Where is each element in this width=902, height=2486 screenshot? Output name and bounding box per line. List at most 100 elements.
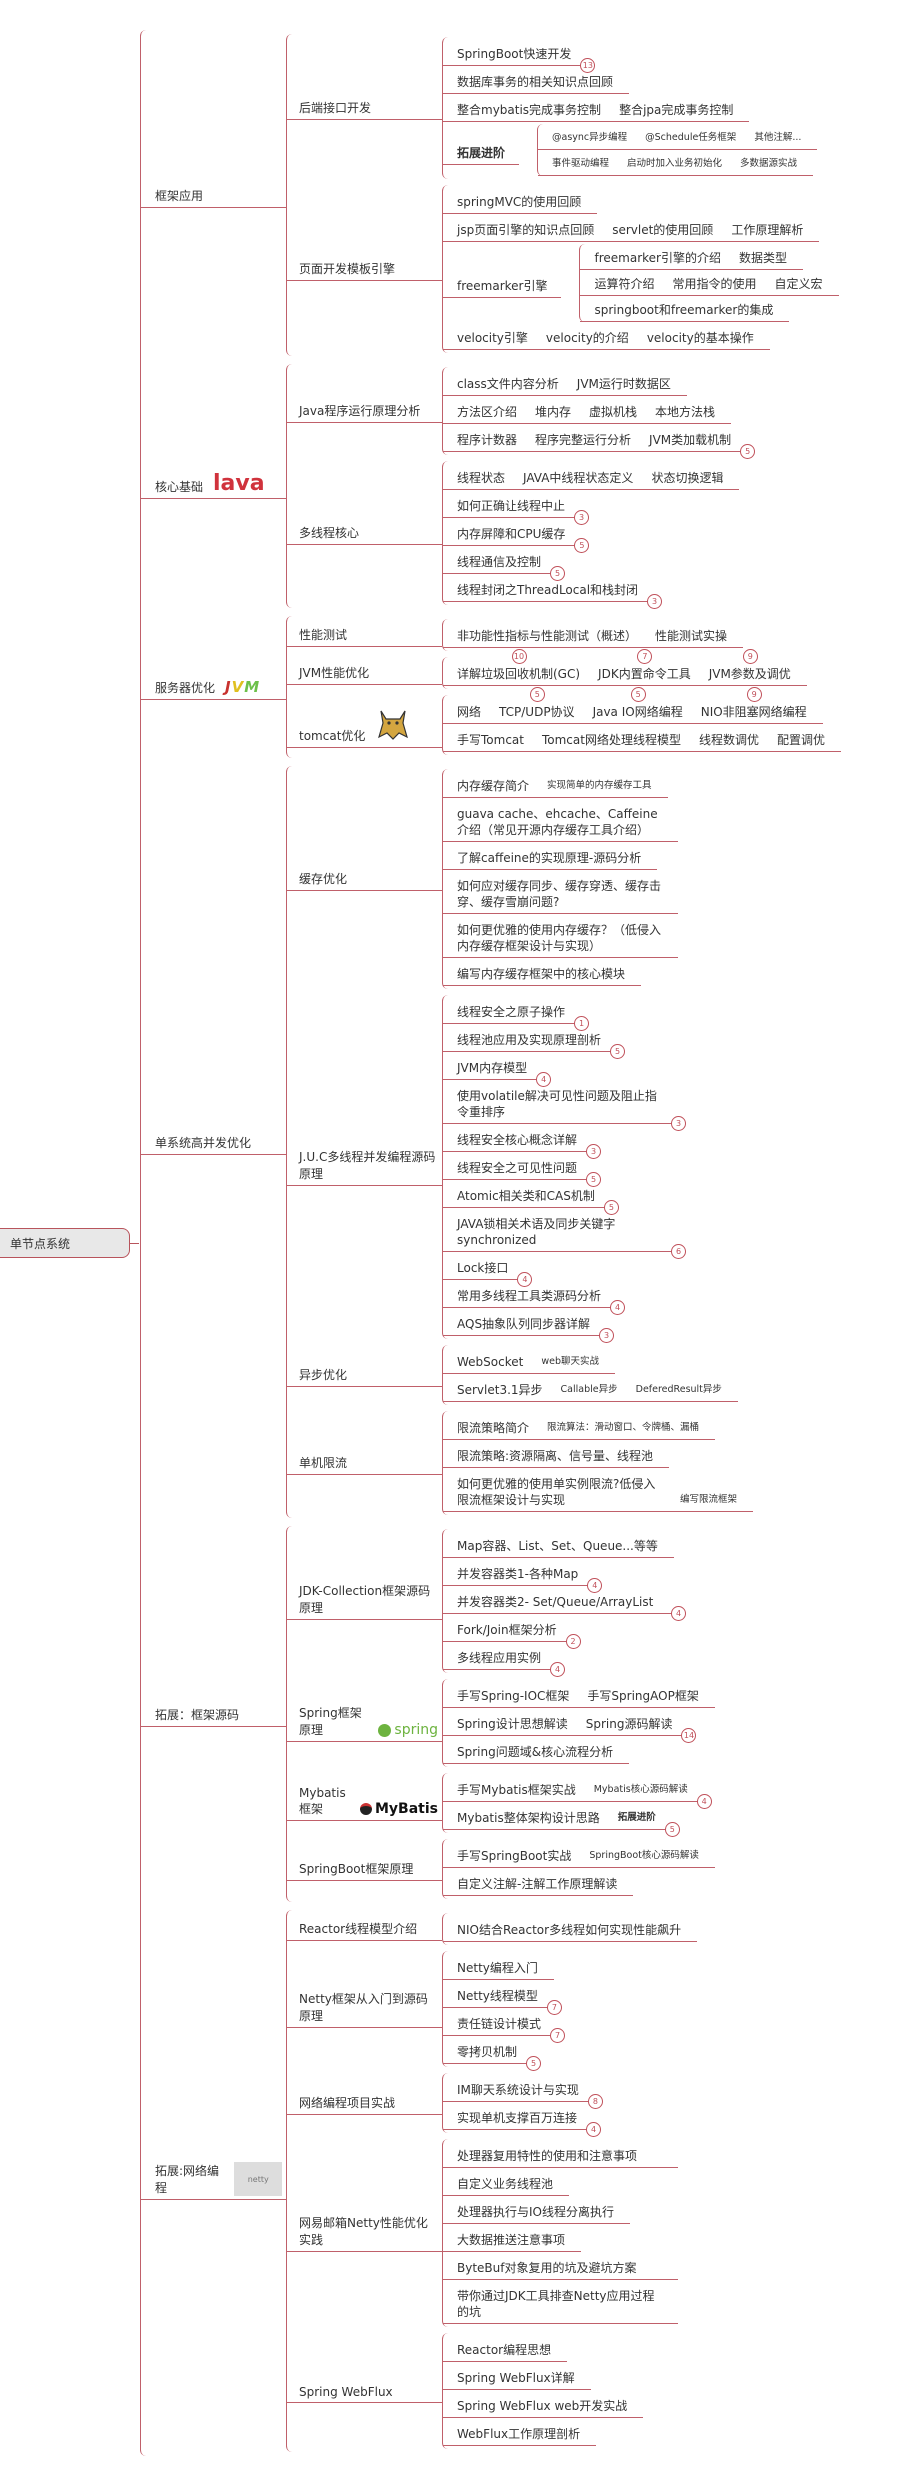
topic[interactable]: 实现单机支撑百万连接 xyxy=(457,2111,578,2125)
topic[interactable]: 手写Tomcat xyxy=(457,733,524,747)
topic[interactable]: Spring问题域&核心流程分析 xyxy=(457,1745,614,1759)
subcategory-title[interactable]: 页面开发模板引擎 xyxy=(299,262,396,276)
topic[interactable]: class文件内容分析 xyxy=(457,377,559,391)
topic[interactable]: 手写SpringAOP框架 xyxy=(587,1689,699,1703)
topic[interactable]: 责任链设计模式 xyxy=(457,2017,542,2031)
topic[interactable]: 内存屏障和CPU缓存 xyxy=(457,527,566,541)
topic[interactable]: 实现简单的内存缓存工具 xyxy=(547,780,652,791)
topic[interactable]: NIO结合Reactor多线程如何实现性能飙升 xyxy=(457,1923,682,1937)
topic[interactable]: 常用多线程工具类源码分析 xyxy=(457,1289,602,1303)
topic[interactable]: Callable异步 xyxy=(560,1384,618,1395)
topic[interactable]: 自定义注解-注解工作原理解读 xyxy=(457,1877,618,1891)
subcategory-title[interactable]: 性能测试 xyxy=(299,628,348,642)
topic[interactable]: 自定义业务线程池 xyxy=(457,2177,554,2191)
topic[interactable]: 限流算法：滑动窗口、令牌桶、漏桶 xyxy=(547,1422,700,1433)
category-title[interactable]: 单系统高并发优化 xyxy=(155,1136,252,1150)
topic[interactable]: velocity引擎 xyxy=(457,331,528,345)
topic[interactable]: @Schedule任务框架 xyxy=(645,132,737,143)
topic[interactable]: 运算符介绍 xyxy=(594,277,655,291)
topic[interactable]: 如何正确让线程中止 xyxy=(457,499,566,513)
topic[interactable]: velocity的基本操作 xyxy=(646,331,754,345)
topic[interactable]: 常用指令的使用 xyxy=(672,277,757,291)
subcategory-title[interactable]: Spring WebFlux xyxy=(299,2385,393,2399)
root-topic[interactable]: 单节点系统 xyxy=(0,1228,139,1258)
topic[interactable]: 使用volatile解决可见性问题及阻止指令重排序 xyxy=(457,1089,657,1119)
subcategory-title[interactable]: Netty框架从入门到源码原理 xyxy=(299,1992,428,2023)
topic[interactable]: Lock接口 xyxy=(457,1261,509,1275)
topic[interactable]: 手写SpringBoot实战 xyxy=(457,1849,572,1863)
topic[interactable]: springboot和freemarker的集成 xyxy=(594,303,774,317)
topic[interactable]: 线程安全之可见性问题 xyxy=(457,1161,578,1175)
topic-group-label[interactable]: 拓展进阶 xyxy=(443,135,520,165)
topic[interactable]: 限流策略简介 xyxy=(457,1421,530,1435)
topic[interactable]: velocity的介绍 xyxy=(545,331,629,345)
topic[interactable]: Netty线程模型 xyxy=(457,1989,538,2003)
topic[interactable]: SpringBoot核心源码解读 xyxy=(589,1850,699,1861)
subcategory-title[interactable]: 网易邮箱Netty性能优化实践 xyxy=(299,2216,428,2247)
topic[interactable]: 限流策略:资源隔离、信号量、线程池 xyxy=(457,1449,654,1463)
topic[interactable]: AQS抽象队列同步器详解 xyxy=(457,1317,591,1331)
topic[interactable]: 拓展进阶 xyxy=(617,1812,656,1823)
topic[interactable]: SpringBoot快速开发 xyxy=(457,47,572,61)
topic[interactable]: 线程封闭之ThreadLocal和栈封闭 xyxy=(457,583,639,597)
topic[interactable]: Spring设计思想解读 xyxy=(457,1717,568,1731)
topic[interactable]: servlet的使用回顾 xyxy=(612,223,714,237)
topic[interactable]: 线程状态 xyxy=(457,471,506,485)
topic[interactable]: IM聊天系统设计与实现 xyxy=(457,2083,579,2097)
topic[interactable]: Spring WebFlux web开发实战 xyxy=(457,2399,628,2413)
topic[interactable]: Reactor编程思想 xyxy=(457,2343,552,2357)
topic[interactable]: 编写内存缓存框架中的核心模块 xyxy=(457,967,626,981)
topic[interactable]: 其他注解... xyxy=(754,132,802,143)
topic[interactable]: 多线程应用实例 xyxy=(457,1651,542,1665)
subcategory-title[interactable]: 后端接口开发 xyxy=(299,101,372,115)
topic[interactable]: 网络 xyxy=(457,705,482,719)
topic[interactable]: 带你通过JDK工具排查Netty应用过程的坑 xyxy=(457,2289,655,2319)
topic-group-label[interactable]: freemarker引擎 xyxy=(443,268,562,298)
topic[interactable]: 并发容器类1-各种Map xyxy=(457,1567,579,1581)
topic[interactable]: JAVA锁相关术语及同步关键字synchronized xyxy=(457,1217,616,1247)
topic[interactable]: 程序完整运行分析 xyxy=(535,433,632,447)
subcategory-title[interactable]: 缓存优化 xyxy=(299,872,348,886)
topic[interactable]: 自定义宏 xyxy=(774,277,823,291)
topic[interactable]: guava cache、ehcache、Caffeine介绍（常见开源内存缓存工… xyxy=(457,807,658,837)
topic[interactable]: 性能测试实操 xyxy=(655,629,728,643)
topic[interactable]: 多数据源实战 xyxy=(740,158,798,169)
topic[interactable]: Mybatis核心源码解读 xyxy=(593,1784,688,1795)
topic[interactable]: JAVA中线程状态定义 xyxy=(523,471,634,485)
subcategory-title[interactable]: SpringBoot框架原理 xyxy=(299,1862,414,1876)
subcategory-title[interactable]: JVM性能优化 xyxy=(299,666,370,680)
topic[interactable]: JVM运行时数据区 xyxy=(576,377,671,391)
topic[interactable]: 工作原理解析 xyxy=(731,223,804,237)
topic[interactable]: 处理器执行与IO线程分离执行 xyxy=(457,2205,614,2219)
subcategory-title[interactable]: 网络编程项目实战 xyxy=(299,2096,396,2110)
topic[interactable]: Atomic相关类和CAS机制 xyxy=(457,1189,595,1203)
topic[interactable]: 处理器复用特性的使用和注意事项 xyxy=(457,2149,638,2163)
topic[interactable]: 数据类型 xyxy=(738,251,787,265)
subcategory-title[interactable]: 单机限流 xyxy=(299,1456,348,1470)
topic[interactable]: 如何应对缓存同步、缓存穿透、缓存击穿、缓存雪崩问题? xyxy=(457,879,662,909)
subcategory-title[interactable]: J.U.C多线程并发编程源码原理 xyxy=(299,1150,436,1181)
topic[interactable]: Tomcat网络处理线程模型 xyxy=(541,733,681,747)
topic[interactable]: JVM内存模型 xyxy=(457,1061,528,1075)
topic[interactable]: JVM类加载机制 xyxy=(649,433,732,447)
topic[interactable]: 事件驱动编程 xyxy=(552,158,610,169)
topic[interactable]: 如何更优雅的使用单实例限流?低侵入限流框架设计与实现 xyxy=(457,1477,656,1507)
topic[interactable]: 线程安全核心概念详解 xyxy=(457,1133,578,1147)
topic[interactable]: 本地方法栈 xyxy=(655,405,716,419)
subcategory-title[interactable]: JDK-Collection框架源码原理 xyxy=(299,1584,431,1615)
topic[interactable]: Netty编程入门 xyxy=(457,1961,538,1975)
topic[interactable]: 线程池应用及实现原理剖析 xyxy=(457,1033,602,1047)
topic[interactable]: 手写Spring-IOC框架 xyxy=(457,1689,570,1703)
topic[interactable]: Servlet3.1异步 xyxy=(457,1383,543,1397)
topic[interactable]: 整合mybatis完成事务控制 xyxy=(457,103,602,117)
topic[interactable]: DeferedResult异步 xyxy=(635,1384,722,1395)
topic[interactable]: jsp页面引擎的知识点回顾 xyxy=(457,223,595,237)
category-title[interactable]: 拓展:网络编程 xyxy=(155,2164,220,2195)
topic[interactable]: 状态切换逻辑 xyxy=(651,471,724,485)
topic[interactable]: 虚拟机栈 xyxy=(589,405,638,419)
category-title[interactable]: 拓展：框架源码 xyxy=(155,1708,240,1722)
topic[interactable]: 整合jpa完成事务控制 xyxy=(619,103,734,117)
